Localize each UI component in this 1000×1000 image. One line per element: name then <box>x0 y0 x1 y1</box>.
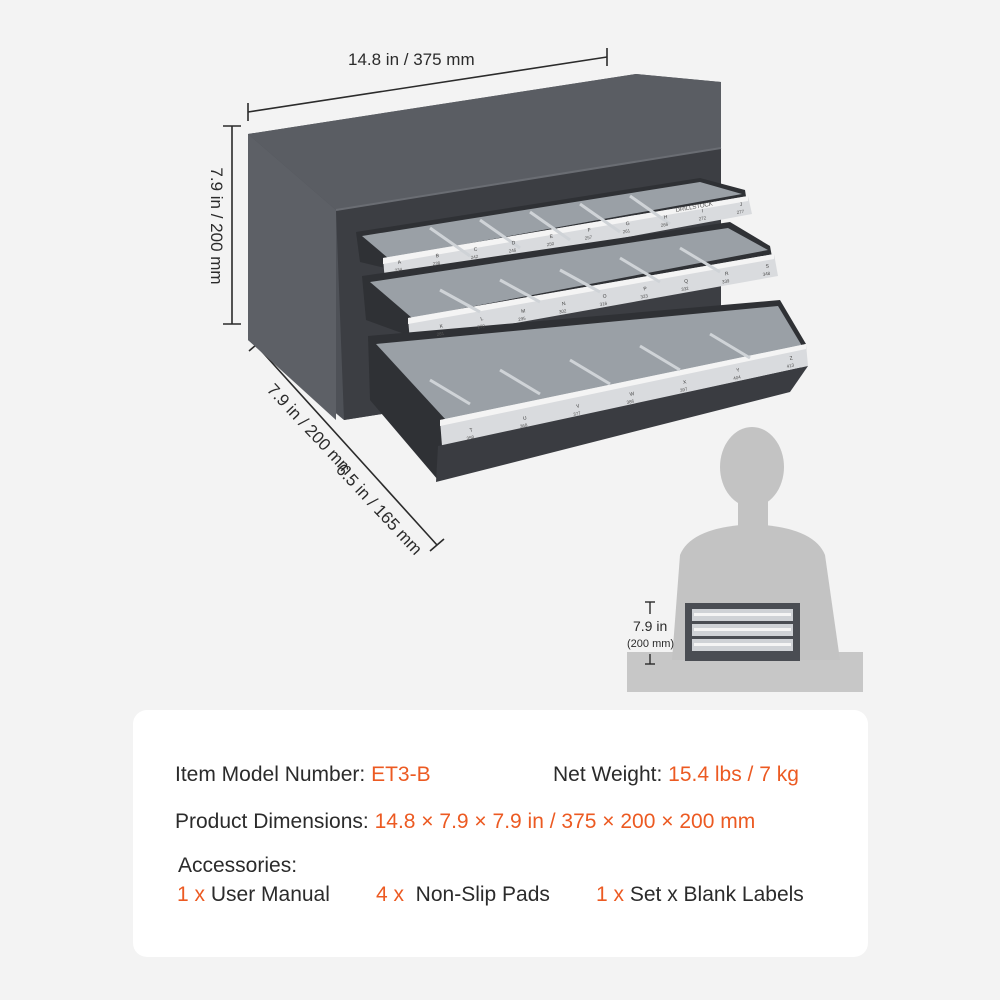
drawer-size-label: 316 <box>599 301 608 307</box>
drawer-cabinet: DRILLSTOCK <box>248 74 808 482</box>
accessory-name: Set x Blank Labels <box>624 883 804 906</box>
drawer-size-label: 358 <box>466 434 475 441</box>
drawer-size-label: 242 <box>470 254 479 260</box>
drawer-size-label: 295 <box>518 316 527 322</box>
drawer-size-label: 281 <box>436 331 445 337</box>
drawer-letter-label: E <box>549 234 554 241</box>
product-dimensions-label: Product Dimensions: <box>175 810 375 833</box>
drawer-size-label: 386 <box>626 398 635 405</box>
drawer-size-label: 272 <box>698 215 707 221</box>
accessories-title: Accessories: <box>178 854 298 877</box>
accessory-qty: 1 x <box>596 883 625 906</box>
drawer-size-label: 339 <box>722 278 731 284</box>
accessory-item: 1 x User Manual <box>177 883 330 907</box>
drawer-letter-label: H <box>663 214 668 221</box>
product-dimensions-row: Product Dimensions: 14.8 × 7.9 × 7.9 in … <box>175 810 755 834</box>
product-dimensions-value: 14.8 × 7.9 × 7.9 in / 375 × 200 × 200 mm <box>374 810 756 833</box>
drawer-letter-label: K <box>439 323 444 330</box>
drawer-size-label: 413 <box>786 362 795 369</box>
drawer-size-label: 323 <box>640 293 649 299</box>
reference-height-label: 7.9 in <box>633 618 668 634</box>
depth-dimension-line <box>255 344 438 546</box>
width-dimension-line <box>247 56 608 113</box>
model-number-value: ET3-B <box>371 763 431 786</box>
drawer-letter-label: R <box>725 271 730 278</box>
drawer-size-label: 257 <box>584 234 593 240</box>
drawer-size-label: 261 <box>622 228 631 234</box>
drawer-size-label: 277 <box>736 209 745 215</box>
drawer-letter-label: W <box>629 391 635 398</box>
drawer-letter-label: O <box>602 293 607 300</box>
drawer-size-label: 238 <box>432 260 441 266</box>
drawer-letter-label: X <box>682 379 687 386</box>
drawer-letter-label: J <box>739 202 743 208</box>
drawer-size-label: 246 <box>508 247 517 253</box>
drawer-letter-label: D <box>511 240 516 247</box>
accessory-item: 4 x Non-Slip Pads <box>376 883 550 907</box>
model-number-row: Item Model Number: ET3-B <box>175 763 431 787</box>
drawer-letter-label: N <box>562 301 567 308</box>
drawer-size-label: 348 <box>762 271 771 277</box>
drawer-letter-label: U <box>522 415 527 422</box>
accessory-item: 1 x Set x Blank Labels <box>596 883 804 907</box>
drawer-letter-label: M <box>521 308 526 315</box>
accessory-name: User Manual <box>205 883 330 906</box>
drawer-size-label: 302 <box>559 308 568 314</box>
height-dimension-label: 7.9 in / 200 mm <box>207 167 226 285</box>
drawer-letter-label: Z <box>789 355 793 362</box>
drawer-size-label: 332 <box>681 286 690 292</box>
drawer-size-label: 290 <box>477 323 486 329</box>
drawer-letter-label: Q <box>684 278 689 285</box>
drawer-size-label: 234 <box>394 267 403 273</box>
model-number-label: Item Model Number: <box>175 763 372 786</box>
accessory-qty: 4 x <box>376 883 405 906</box>
drawer-size-label: 404 <box>733 374 742 381</box>
drawer-letter-label: P <box>643 286 648 293</box>
accessory-name: Non-Slip Pads <box>404 883 550 906</box>
drawer-size-label: 377 <box>573 410 582 417</box>
drawer-letter-label: A <box>397 259 402 266</box>
drawer-size-label: 266 <box>660 222 669 228</box>
drawer-letter-label: F <box>587 227 591 233</box>
dimension-lines <box>223 48 608 552</box>
drawer-letter-label: V <box>576 403 581 410</box>
net-weight-row: Net Weight: 15.4 lbs / 7 kg <box>553 763 799 787</box>
drawer-letter-label: L <box>480 316 484 322</box>
drawer-letter-label: I <box>701 208 703 214</box>
mini-height-marker <box>645 601 655 665</box>
drawer-letter-label: Y <box>736 367 741 374</box>
drawer-size-label: 397 <box>679 386 688 393</box>
mini-cabinet <box>685 603 800 661</box>
drawer-letter-label: G <box>625 221 630 228</box>
drawer-letter-label: S <box>765 263 770 270</box>
drawer-size-label: 250 <box>546 241 555 247</box>
drawer-letter-label: B <box>435 253 440 260</box>
net-weight-label: Net Weight: <box>553 763 669 786</box>
drawer-size-label: 368 <box>519 422 528 429</box>
drawer-letter-label: C <box>473 246 478 253</box>
width-dimension-label: 14.8 in / 375 mm <box>348 50 475 69</box>
specs-card: Item Model Number: ET3-B Net Weight: 15.… <box>133 710 868 957</box>
accessory-qty: 1 x <box>177 883 206 906</box>
scale-reference <box>627 427 863 692</box>
reference-height-mm-label: (200 mm) <box>627 638 675 650</box>
drawer-letter-label: T <box>469 427 473 434</box>
net-weight-value: 15.4 lbs / 7 kg <box>668 763 799 786</box>
